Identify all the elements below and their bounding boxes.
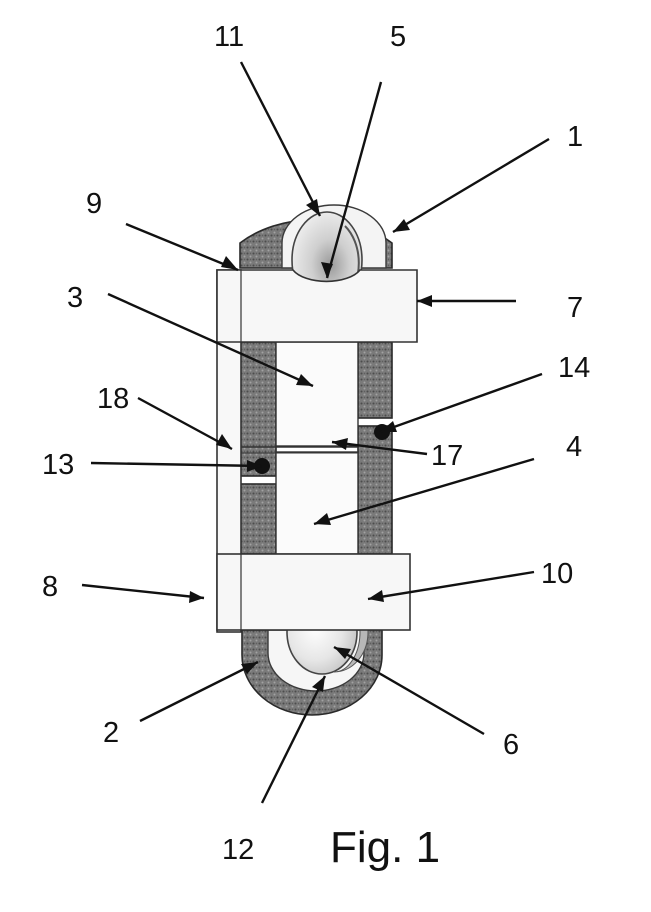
- arrowhead-8: [189, 591, 204, 603]
- label-7: 7: [567, 292, 583, 324]
- label-11: 11: [214, 21, 244, 53]
- leader-14: [380, 374, 542, 432]
- label-17: 17: [431, 440, 463, 472]
- leader-2: [140, 662, 258, 721]
- label-12: 12: [222, 834, 254, 866]
- label-8: 8: [42, 571, 58, 603]
- label-4: 4: [566, 431, 582, 463]
- label-1: 1: [567, 121, 583, 153]
- leader-11: [241, 62, 320, 216]
- label-9: 9: [86, 188, 102, 220]
- label-10: 10: [541, 558, 573, 590]
- label-13: 13: [42, 449, 74, 481]
- label-6: 6: [503, 729, 519, 761]
- arrowhead-1: [393, 219, 410, 232]
- arrowhead-7: [417, 295, 432, 307]
- label-14: 14: [558, 352, 590, 384]
- label-18: 18: [97, 383, 129, 415]
- leader-9: [126, 224, 238, 270]
- label-5: 5: [390, 21, 406, 53]
- arrowhead-9: [221, 256, 238, 270]
- leader-8: [82, 585, 204, 598]
- channel-4: [276, 452, 358, 554]
- right-rail-upper: [358, 342, 392, 418]
- label-2: 2: [103, 717, 119, 749]
- channel-3: [276, 342, 358, 446]
- figure-caption: Fig. 1: [330, 823, 440, 872]
- top-block: [217, 270, 417, 342]
- left-rail-lower: [240, 484, 276, 554]
- label-3: 3: [67, 282, 83, 314]
- leader-1: [393, 139, 549, 232]
